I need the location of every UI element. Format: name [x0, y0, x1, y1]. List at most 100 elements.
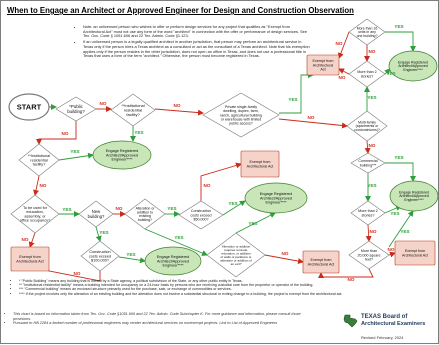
flow-label-yes: YES [390, 211, 399, 216]
node-shape [348, 240, 390, 270]
footnotes-list: This chart is based on information taken… [7, 312, 313, 326]
flow-arrow-yes [384, 68, 391, 75]
flow-label-yes: YES [99, 230, 108, 235]
definition-item: * "Public Building" means any building t… [19, 279, 399, 283]
node-shape [18, 143, 60, 177]
node-shape [78, 200, 114, 228]
node-shape [206, 232, 266, 278]
node-shape [388, 50, 438, 82]
node-shape [394, 240, 436, 266]
node-shape [348, 18, 386, 46]
flow-label-no: NO [22, 237, 29, 242]
flow-arrow-yes [279, 72, 314, 114]
flow-label-no: NO [74, 271, 81, 276]
node-shape [350, 200, 386, 226]
flow-arrow-yes [144, 228, 208, 256]
node-shape [55, 96, 97, 122]
flow-label-yes: YES [394, 24, 403, 29]
flow-arrow-yes [58, 152, 94, 161]
flow-label-no: NO [282, 251, 289, 256]
flow-label-yes: YES [167, 206, 176, 211]
flow-label-yes: YES [367, 95, 376, 100]
flow-arrow-no [318, 268, 374, 278]
flow-label-no: NO [370, 229, 377, 234]
flow-label-no: NO [100, 101, 107, 106]
flow-arrow-no [264, 254, 304, 265]
brand-line-1: TEXAS Board of [361, 314, 408, 320]
flow-arrow-no [388, 251, 396, 258]
flow-arrow-no [365, 224, 372, 242]
flow-arrow-no [278, 118, 348, 129]
flow-label-no: NO [369, 143, 376, 148]
flow-label-no: NO [174, 103, 181, 108]
node-shape [202, 92, 280, 138]
node-shape [178, 200, 224, 230]
node-shape [124, 198, 166, 230]
node-shape [110, 93, 156, 127]
flow-label-no: NO [348, 277, 355, 282]
flow-label-yes: YES [386, 71, 395, 76]
flow-label-yes: YES [367, 183, 376, 188]
definition-item: ** "Institutional residential facility" … [19, 283, 399, 287]
flow-label-no: NO [40, 183, 47, 188]
node-start: START [8, 93, 50, 121]
flow-label-yes: YES [228, 201, 237, 206]
node-shape [10, 194, 60, 234]
flow-label-yes: YES [62, 207, 71, 212]
node-shape [80, 240, 120, 272]
flow-arrow-no [200, 162, 242, 201]
flow-arrow-yes [95, 226, 102, 242]
flow-label-yes: YES [394, 155, 403, 160]
node-shape [92, 140, 152, 170]
node-shape [350, 152, 386, 174]
definition-item: **** If the project involves only the al… [19, 292, 399, 296]
flow-label-no: NO [339, 75, 346, 80]
brand-line-2: Architectural Examiners [361, 321, 426, 327]
node-shape [144, 246, 202, 276]
texas-map-icon [343, 314, 358, 328]
node-shape [346, 110, 388, 142]
footnote-item[interactable]: Pursuant to HB 2284 a limited number of … [13, 321, 313, 326]
flow-arrow-yes [118, 256, 146, 264]
flow-arrow-no [36, 121, 77, 145]
